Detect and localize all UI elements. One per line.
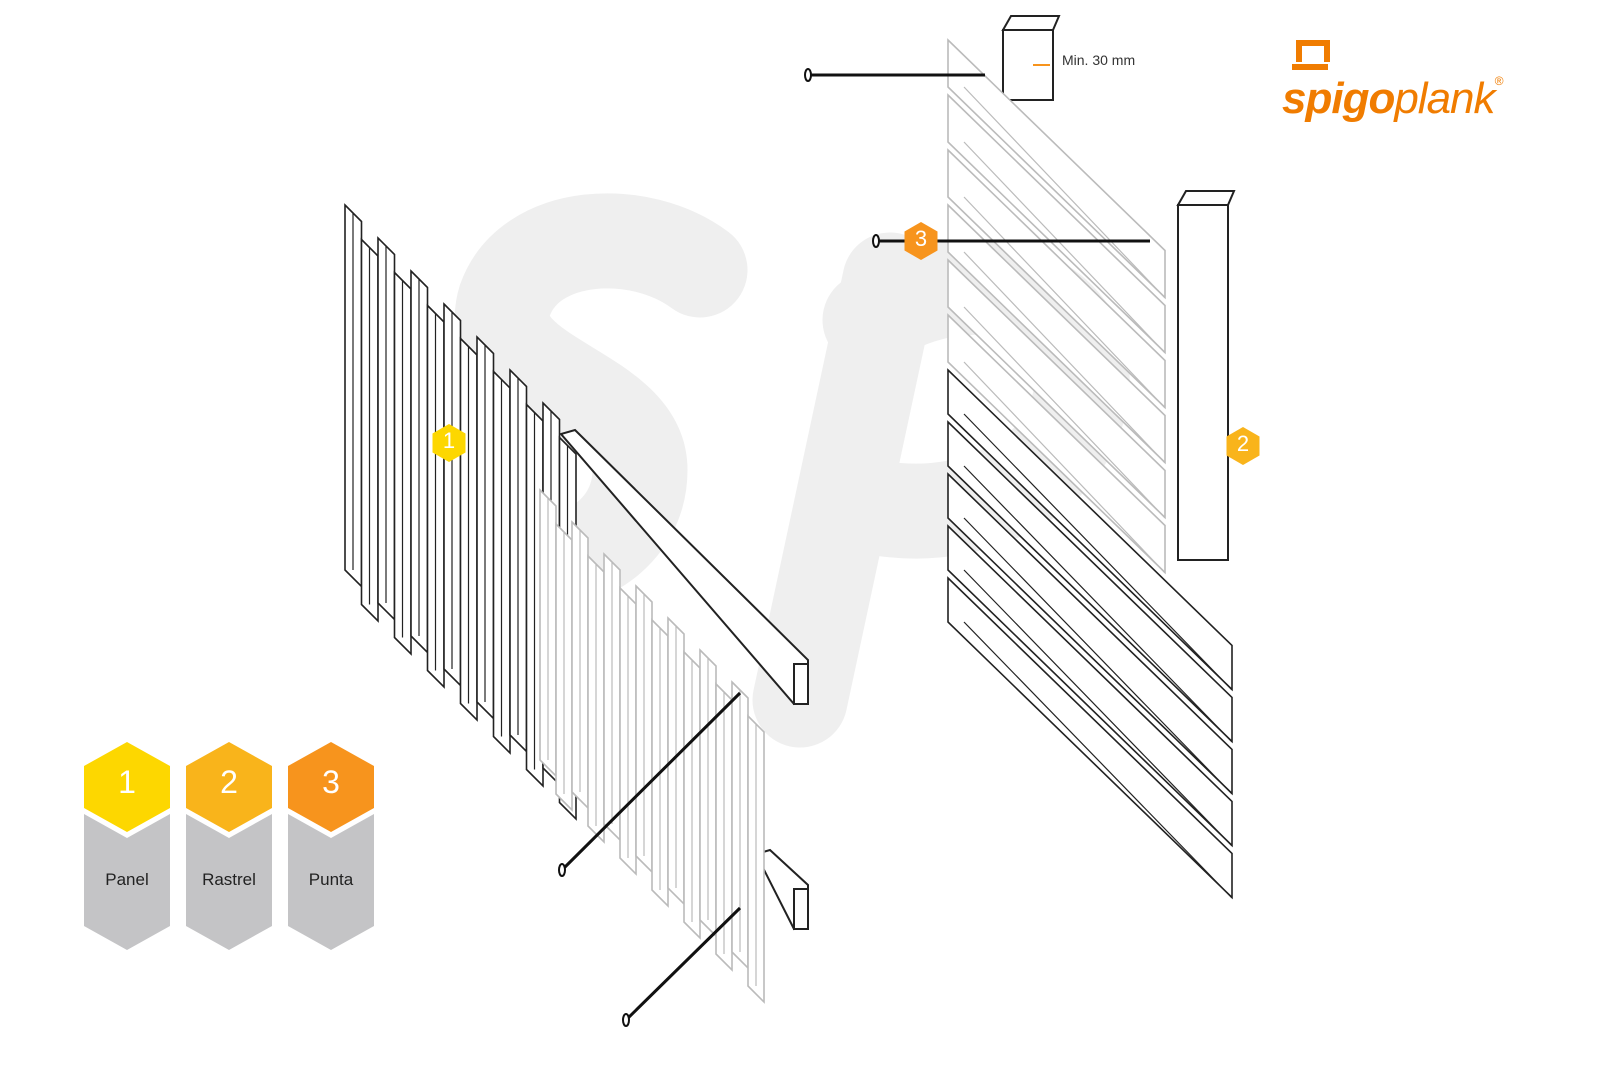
rastrel-post-lower-top — [1176, 190, 1236, 206]
panel-upper-slat-edge — [963, 196, 1166, 409]
rastrel-post-lower — [1177, 204, 1229, 561]
legend-item-panel: 1 Panel — [84, 742, 170, 950]
rastrel-beam-lower-end-grain — [793, 888, 809, 930]
nail-head-4 — [622, 1013, 630, 1027]
callout-3-number: 3 — [914, 226, 928, 251]
logo-mark-icon — [1292, 40, 1330, 70]
legend-item-rastrel: 2 Rastrel — [186, 742, 272, 950]
nail-head-1 — [804, 68, 812, 82]
min-thickness-label: Min. 30 mm — [1062, 52, 1136, 68]
nail-4 — [624, 906, 742, 1022]
panel-lower-slat-edge — [963, 517, 1233, 795]
panel-upper-slat-edge — [963, 306, 1166, 519]
panel-upper-slat-edge — [963, 86, 1166, 299]
left-vertical-assembly — [344, 203, 809, 1004]
callout-3-hexagon — [904, 222, 938, 260]
callout-1-hexagon — [432, 424, 466, 462]
callout-2-hexagon — [1226, 427, 1260, 465]
right-horizontal-assembly — [947, 15, 1236, 900]
spigoplank-logo: spigoplank® — [1282, 36, 1532, 126]
callout-badges — [432, 222, 1260, 465]
panel-lower-slat-edge — [963, 569, 1233, 847]
panel-lower-slat-edge — [963, 413, 1233, 691]
nail-head-2 — [872, 234, 880, 248]
nail-head-3 — [558, 863, 566, 877]
panel-upper-slat-edge — [963, 141, 1166, 354]
rastrel-beam-upper-end-grain — [793, 663, 809, 705]
panel-lower-slat-edge — [963, 621, 1233, 899]
legend-item-punta: 3 Punta — [288, 742, 374, 950]
callout-1-number: 1 — [442, 428, 456, 453]
panel-upper-slat-edge — [963, 361, 1166, 574]
panel-upper-slat-edge — [963, 251, 1166, 464]
rastrel-post-upper-top — [1001, 15, 1061, 31]
callout-2-number: 2 — [1236, 431, 1250, 456]
panel-lower-slat-edge — [963, 465, 1233, 743]
nail-3 — [560, 691, 742, 872]
